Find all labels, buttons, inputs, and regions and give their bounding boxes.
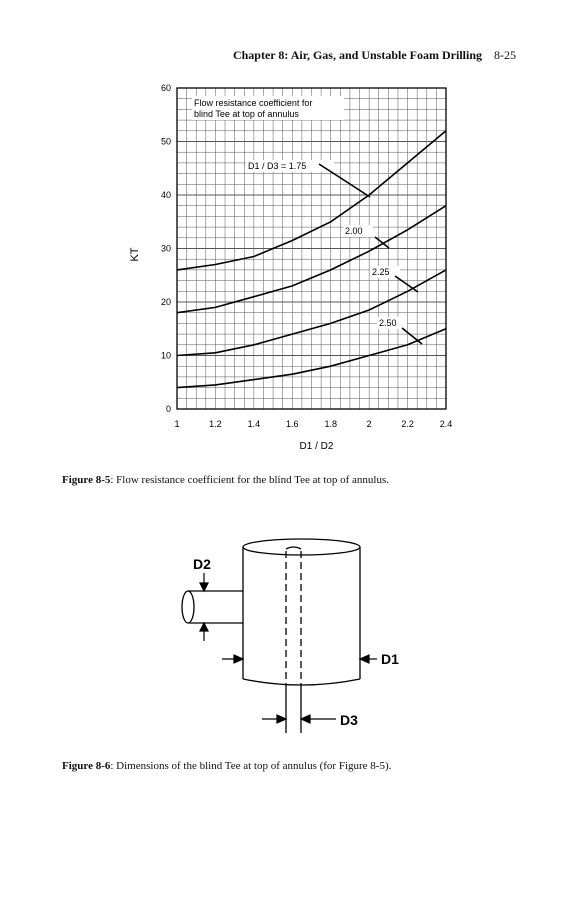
series-line (176, 328, 447, 389)
series-label-leader (318, 163, 371, 198)
d2-bottom-arrow (199, 621, 209, 632)
blind-tee-diagram: D2 D1 D3 (170, 535, 410, 740)
d3-label: D3 (340, 712, 358, 728)
x-tick-label: 1 (174, 419, 179, 429)
blind-tee-svg: D2 D1 D3 (181, 538, 399, 733)
series-label-background (246, 160, 334, 172)
y-tick-label: 10 (161, 351, 171, 361)
x-tick-label: 1.4 (248, 419, 261, 429)
d1-left-arrow (233, 654, 245, 664)
chart-title-background (192, 96, 344, 120)
y-tick-label: 40 (161, 190, 171, 200)
chart-svg: 1 1.2 1.4 1.6 1.8 2 2.2 2.4 0 10 20 30 40 50 60 D1 / D2… (129, 83, 453, 452)
chart-title-line: Flow resistance coefficient for (194, 98, 312, 108)
series-label-background (377, 317, 407, 329)
series-label-background (343, 225, 373, 237)
page-number: 8-25 (494, 48, 516, 62)
series-label: 2.00 (345, 226, 363, 236)
series-label: 2.50 (379, 318, 397, 328)
y-tick-label: 60 (161, 83, 171, 93)
chapter-title: Chapter 8: Air, Gas, and Unstable Foam D… (232, 48, 482, 62)
d3-left-arrow (276, 714, 288, 724)
x-axis-label: D1 / D2 (300, 441, 334, 452)
figure-8-6-label: Figure 8-6 (62, 760, 111, 772)
inner-pipe-top (285, 546, 302, 550)
d3-right-arrow (299, 714, 311, 724)
series-label-leader (401, 327, 423, 345)
y-tick-label: 30 (161, 244, 171, 254)
y-tick-label: 50 (161, 137, 171, 147)
d2-top-arrow (199, 582, 209, 593)
x-tick-label: 2 (367, 419, 372, 429)
series-line (176, 269, 447, 357)
chart-title-line: blind Tee at top of annulus (194, 109, 299, 119)
d1-label: D1 (381, 651, 399, 667)
figure-8-5-text: : Flow resistance coefficient for the bl… (110, 474, 390, 486)
y-tick-label: 20 (161, 297, 171, 307)
d2-label: D2 (193, 556, 211, 572)
series-label-background (370, 266, 400, 278)
series-label-leader (374, 236, 390, 249)
figure-8-5-label: Figure 8-5 (62, 474, 111, 486)
figure-8-6-text: : Dimensions of the blind Tee at top of … (110, 760, 392, 772)
x-tick-label: 2.2 (401, 419, 414, 429)
d1-right-arrow (358, 654, 370, 664)
branch-pipe-end (181, 590, 195, 624)
y-axis-label: KT (129, 247, 141, 261)
running-head: Chapter 8: Air, Gas, and Unstable Foam D… (200, 48, 516, 63)
series-label-leader (394, 275, 419, 293)
figure-8-6-caption: Figure 8-6: Dimensions of the blind Tee … (62, 760, 391, 772)
x-tick-label: 1.8 (324, 419, 337, 429)
x-tick-label: 2.4 (440, 419, 453, 429)
series-line (176, 130, 447, 271)
y-tick-label: 0 (166, 404, 171, 414)
x-tick-label: 1.2 (209, 419, 222, 429)
series-label: D1 / D3 = 1.75 (248, 161, 306, 171)
x-tick-label: 1.6 (286, 419, 299, 429)
series-line (176, 205, 447, 314)
series-label: 2.25 (372, 267, 390, 277)
kt-chart: 1 1.2 1.4 1.6 1.8 2 2.2 2.4 0 10 20 30 40 50 60 D1 / D2… (120, 78, 460, 468)
figure-8-5-caption: Figure 8-5: Flow resistance coefficient … (62, 474, 389, 486)
plot-frame (176, 87, 447, 410)
